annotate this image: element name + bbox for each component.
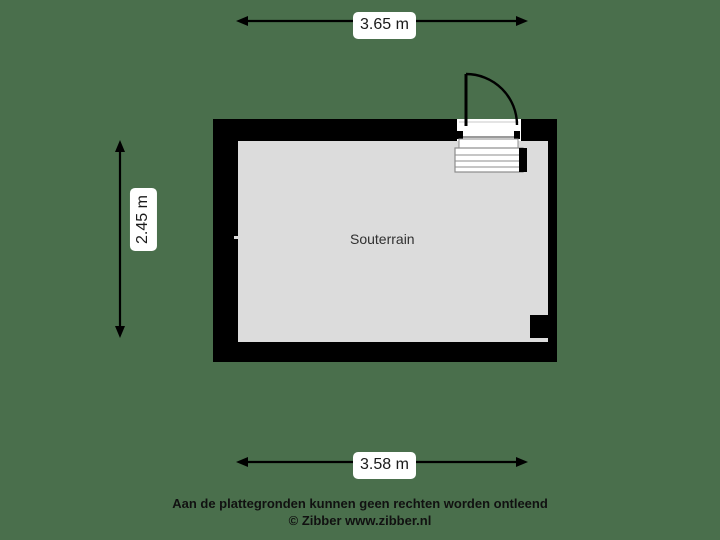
door-jamb-left — [457, 119, 460, 141]
door-jamb-block-left — [457, 131, 463, 139]
stair-stringer — [519, 148, 527, 172]
door-swing-arc — [465, 72, 519, 126]
door-opening — [457, 119, 521, 141]
room-floor-souterrain — [234, 141, 548, 342]
door-jamb-block-right — [514, 131, 520, 139]
disclaimer-text: Aan de plattegronden kunnen geen rechten… — [172, 496, 548, 511]
copyright-text: © Zibber www.zibber.nl — [288, 513, 432, 528]
dimension-label-bottom: 3.58 m — [353, 452, 416, 479]
dimension-line-left — [115, 140, 125, 338]
dimension-label-top: 3.65 m — [353, 12, 416, 39]
staircase-body — [454, 147, 524, 173]
room-label-souterrain: Souterrain — [350, 231, 415, 247]
dimension-label-left: 2.45 m — [129, 188, 157, 251]
